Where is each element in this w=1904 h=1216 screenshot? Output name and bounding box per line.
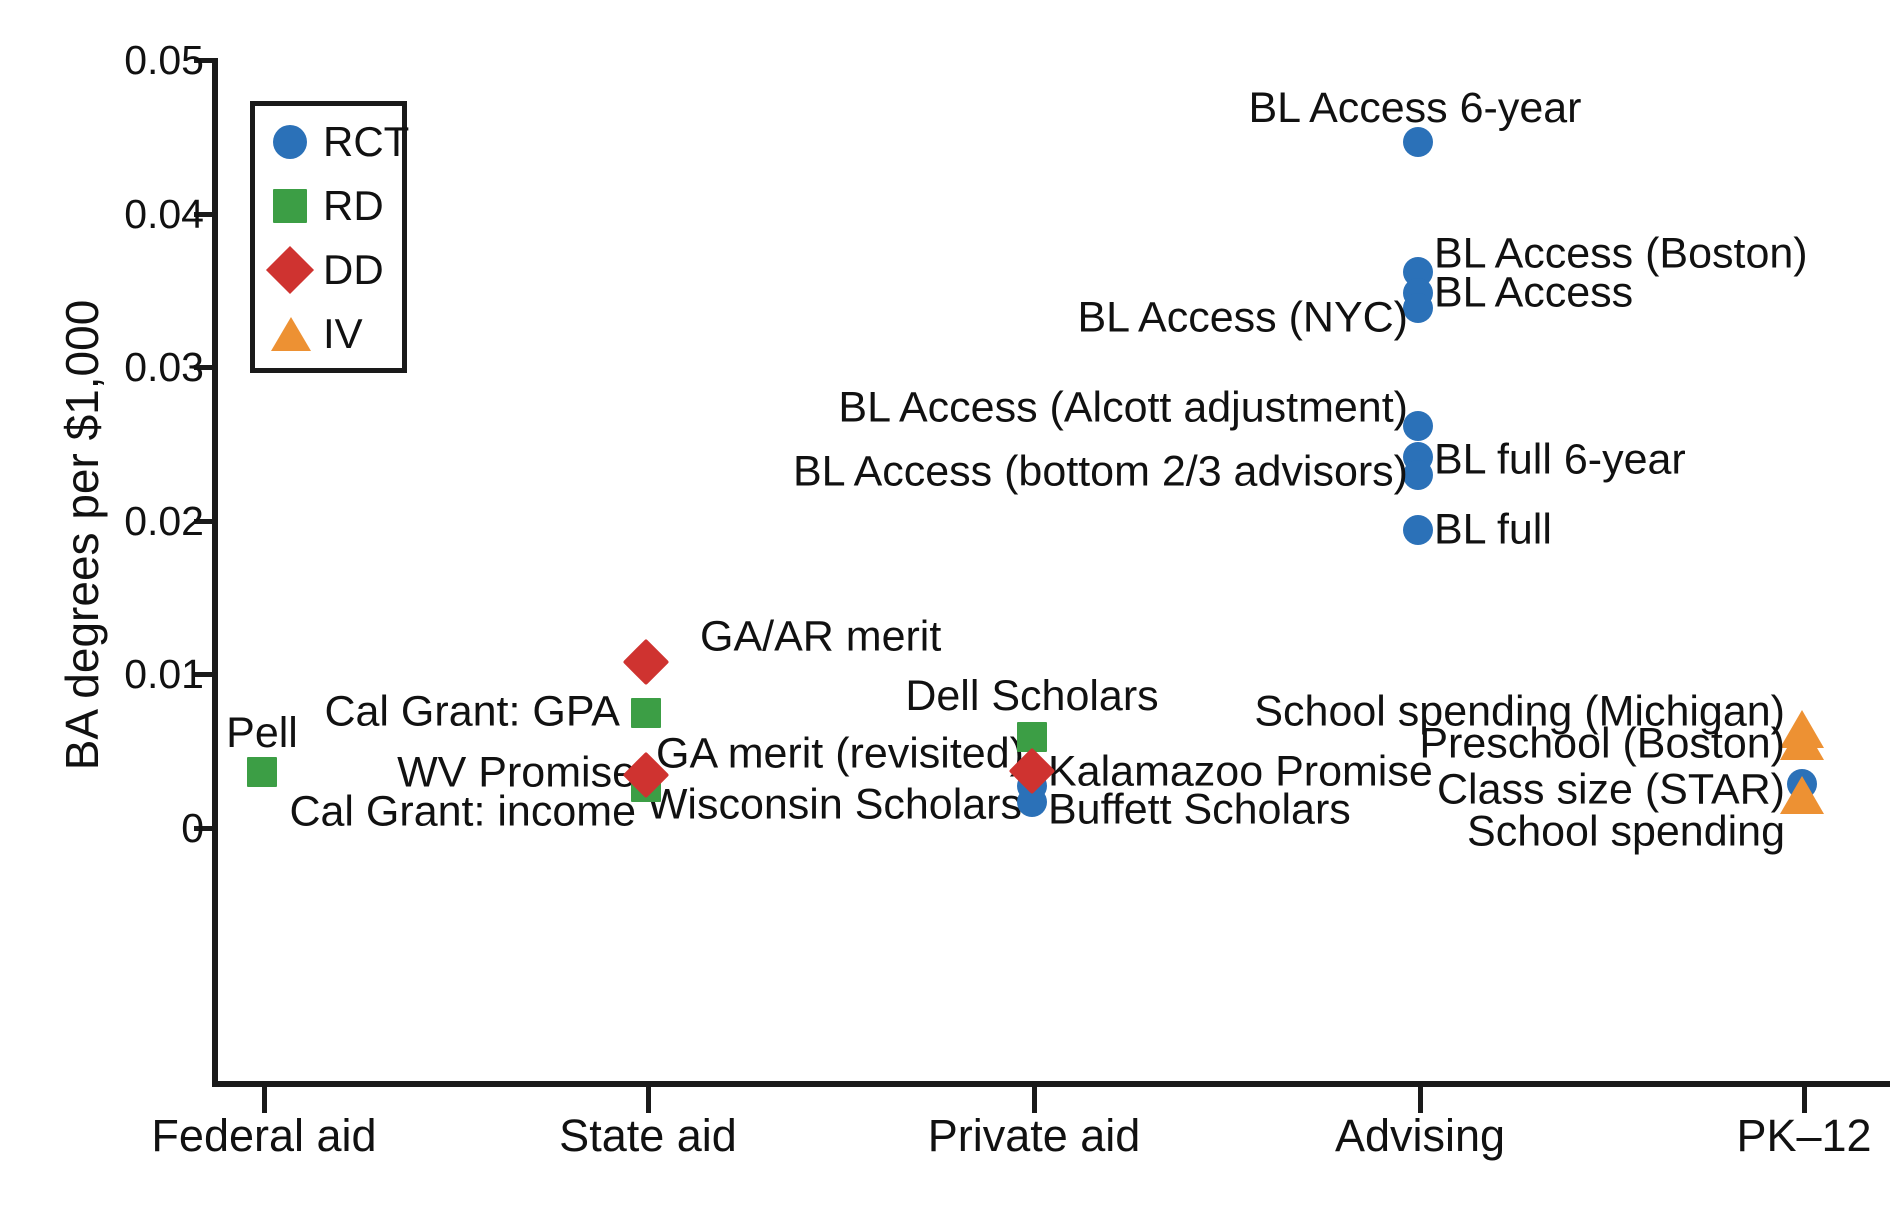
point-label-cal-grant-income: Cal Grant: income <box>289 787 636 836</box>
x-tick-label-state-aid: State aid <box>559 1110 737 1161</box>
legend-label-rd: RD <box>323 182 384 229</box>
point-label-bl-access-6-year: BL Access 6-year <box>1248 84 1582 132</box>
point-preschool-boston[interactable] <box>1780 722 1824 760</box>
y-tick-label-0: 0 <box>181 805 204 851</box>
y-tick-0.01 <box>194 672 212 677</box>
point-ga-ar-merit[interactable] <box>622 638 670 686</box>
y-tick-0 <box>194 826 212 831</box>
point-label-bl-access-nyc: BL Access (NYC) <box>1077 293 1408 342</box>
y-tick-0.03 <box>194 365 212 370</box>
dd-marker-icon <box>265 245 315 295</box>
legend-item-dd[interactable]: DD <box>255 238 402 302</box>
x-axis-line <box>212 1081 1890 1087</box>
point-label-cal-grant-gpa: Cal Grant: GPA <box>324 687 620 736</box>
point-bl-access-nyc[interactable] <box>1403 293 1433 323</box>
x-tick-label-pk12: PK–12 <box>1736 1110 1872 1161</box>
point-label-class-size-star: Class size (STAR) <box>1436 765 1785 814</box>
y-axis-title: BA degrees per $1,000 <box>56 299 108 771</box>
legend-label-iv: IV <box>323 310 363 357</box>
y-tick-label-0.03: 0.03 <box>124 344 204 390</box>
point-label-buffett-scholars: Buffett Scholars <box>1048 785 1351 834</box>
point-label-school-spending-michigan: School spending (Michigan) <box>1254 687 1785 736</box>
point-bl-full[interactable] <box>1403 515 1433 545</box>
rd-marker-icon <box>273 189 307 223</box>
rct-marker-icon <box>273 125 307 159</box>
x-tick-label-private-aid: Private aid <box>927 1110 1141 1161</box>
x-tick-pk12 <box>1802 1087 1807 1113</box>
point-label-bl-full-6-year: BL full 6-year <box>1434 435 1686 484</box>
point-label-bl-access-alcott-adjustment: BL Access (Alcott adjustment) <box>838 383 1408 432</box>
y-axis-line <box>212 58 218 1087</box>
legend: RCT RD DD IV <box>250 101 409 373</box>
x-tick-state-aid <box>646 1087 651 1113</box>
y-tick-label-0.04: 0.04 <box>124 191 204 237</box>
point-label-preschool-boston: Preschool (Boston) <box>1419 719 1785 768</box>
point-bl-access-bottom-advisors[interactable] <box>1403 460 1433 490</box>
point-label-kalamazoo-promise: Kalamazoo Promise <box>1048 747 1433 796</box>
x-tick-federal-aid <box>262 1087 267 1113</box>
point-label-ga-merit-revisited: GA merit (revisited) <box>656 729 1024 778</box>
x-tick-private-aid <box>1032 1087 1037 1113</box>
y-tick-label-0.01: 0.01 <box>124 651 204 697</box>
point-label-ga-ar-merit: GA/AR merit <box>700 612 942 661</box>
legend-label-rct: RCT <box>323 118 410 165</box>
legend-label-dd: DD <box>323 246 384 293</box>
x-tick-advising <box>1418 1087 1423 1113</box>
point-label-wisconsin-scholars: Wisconsin Scholars <box>646 780 1022 829</box>
iv-marker-icon <box>271 317 311 351</box>
point-pell[interactable] <box>247 757 277 787</box>
legend-item-rd[interactable]: RD <box>255 174 402 238</box>
point-cal-grant-gpa[interactable] <box>631 698 661 728</box>
y-tick-0.05 <box>194 58 212 63</box>
x-tick-label-advising: Advising <box>1334 1110 1506 1161</box>
point-label-bl-access-bottom-advisors: BL Access (bottom 2/3 advisors) <box>793 447 1408 496</box>
legend-item-iv[interactable]: IV <box>255 302 402 366</box>
y-tick-0.02 <box>194 519 212 524</box>
x-tick-label-federal-aid: Federal aid <box>151 1110 377 1161</box>
point-label-bl-access: BL Access <box>1434 268 1634 317</box>
point-bl-access-6-year[interactable] <box>1403 127 1433 157</box>
legend-item-rct[interactable]: RCT <box>255 110 409 174</box>
point-school-spending[interactable] <box>1780 776 1824 814</box>
y-tick-0.04 <box>194 212 212 217</box>
point-label-dell-scholars: Dell Scholars <box>905 672 1159 720</box>
point-label-bl-access-boston: BL Access (Boston) <box>1434 229 1808 278</box>
y-tick-label-0.02: 0.02 <box>124 498 204 544</box>
point-dell-scholars[interactable] <box>1017 722 1047 752</box>
point-label-school-spending: School spending <box>1467 807 1785 856</box>
y-tick-label-0.05: 0.05 <box>124 37 204 83</box>
point-label-wv-promise: WV Promise <box>397 748 636 797</box>
point-label-pell: Pell <box>226 709 298 757</box>
point-bl-access-alcott-adjustment[interactable] <box>1403 411 1433 441</box>
point-label-bl-full: BL full <box>1434 505 1552 554</box>
